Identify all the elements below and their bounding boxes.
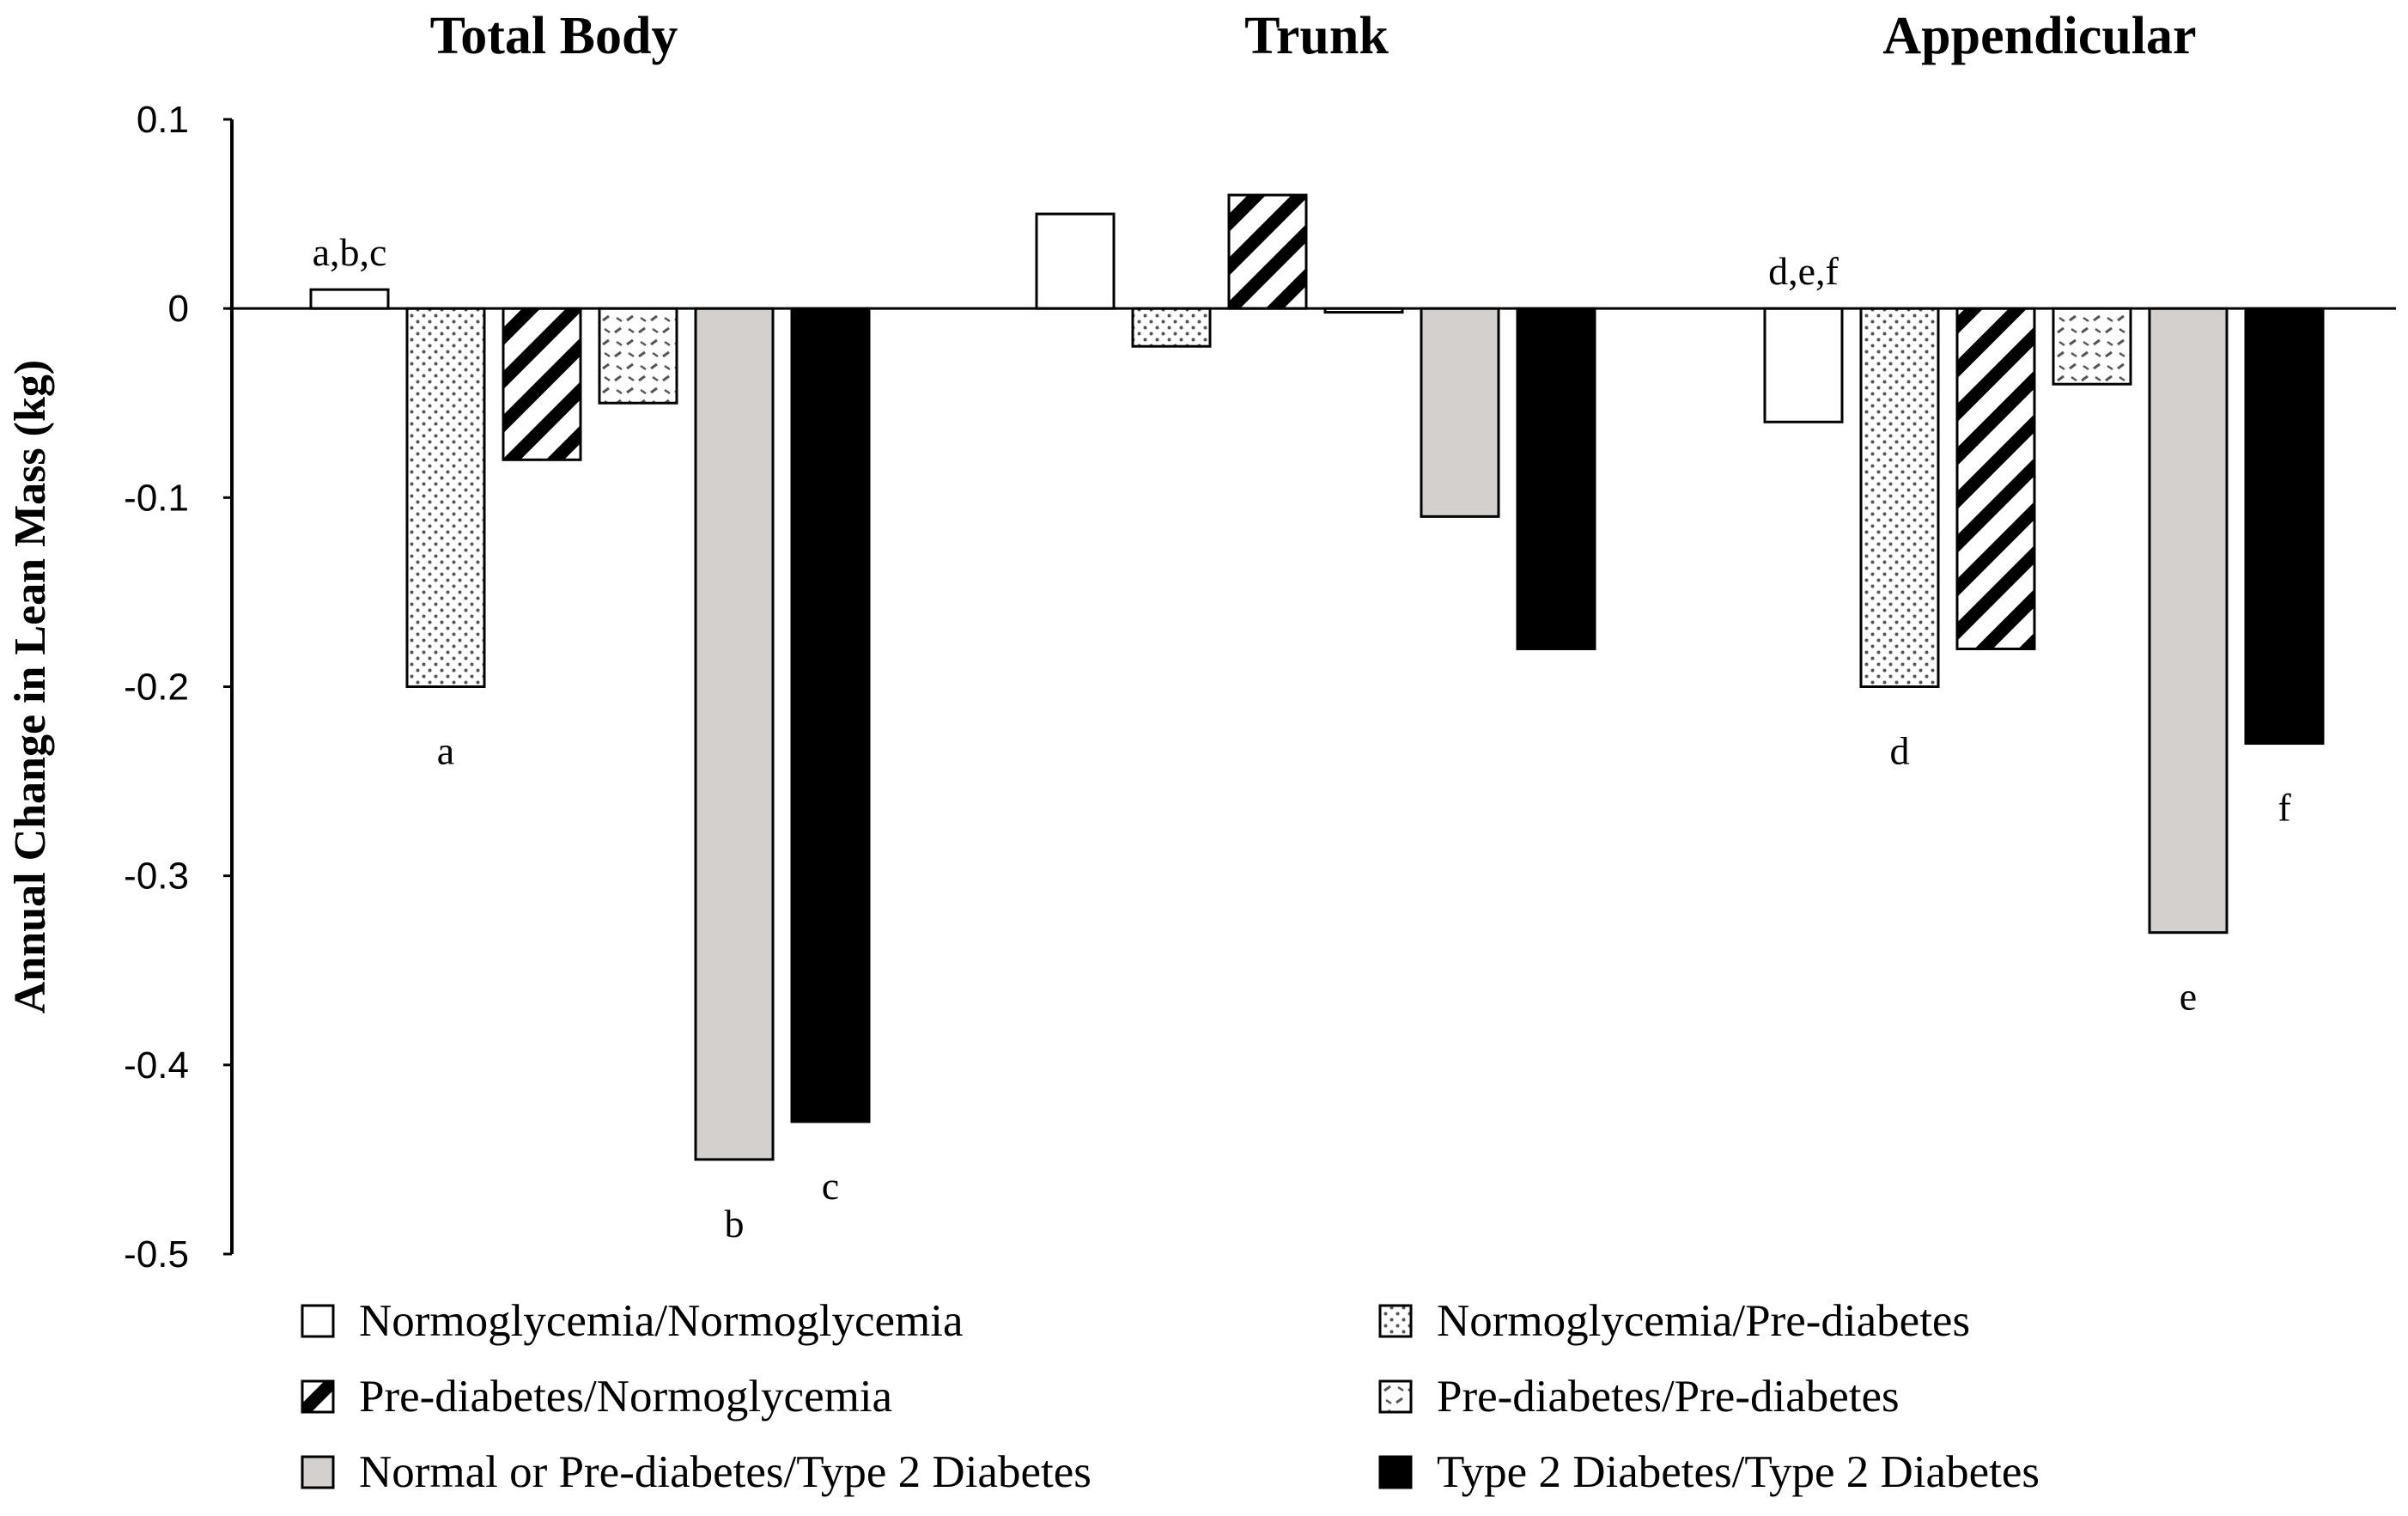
legend-label: Normoglycemia/Normoglycemia [359,1296,964,1346]
legend-item-normoglycemia-normoglycemia: Normoglycemia/Normoglycemia [301,1296,964,1346]
bar-trunk-type-2-diabetes-type-2-diabetes [1516,307,1596,650]
significance-label: c [822,1164,839,1208]
significance-label: f [2277,786,2291,830]
y-tick-label: -0.2 [124,667,189,709]
y-tick-label: 0 [168,288,189,330]
bar-total-body-normoglycemia-normoglycemia [309,288,390,310]
bar-trunk-pre-diabetes-normoglycemia [1227,193,1308,310]
significance-label: a [437,729,454,773]
bar-appendicular-pre-diabetes-normoglycemia [1955,307,2036,650]
legend: Normoglycemia/Normoglycemia Normoglycemia… [301,1296,2040,1497]
category-title-total-body: Total Body [430,7,678,65]
y-tick-label: -0.1 [124,477,189,519]
legend-item-type-2-diabetes-type-2-diabetes: Type 2 Diabetes/Type 2 Diabetes [1378,1447,2040,1497]
bar-total-body-pre-diabetes-normoglycemia [502,307,582,461]
legend-item-normal-or-pre-diabetes-type-2-diabetes: Normal or Pre-diabetes/Type 2 Diabetes [301,1447,1092,1497]
legend-item-normoglycemia-pre-diabetes: Normoglycemia/Pre-diabetes [1378,1296,1970,1346]
legend-item-pre-diabetes-normoglycemia: Pre-diabetes/Normoglycemia [301,1372,892,1422]
y-axis-label: Annual Change in Lean Mass (kg) [6,360,55,1014]
significance-label: d,e,f [1768,249,1839,293]
bar-appendicular-normal-or-pre-diabetes-type-2-diabetes [2148,307,2229,935]
y-tick-label: -0.5 [124,1233,189,1276]
category-title-appendicular: Appendicular [1882,7,2196,65]
y-tick-label: -0.3 [124,855,189,898]
bar-trunk-normoglycemia-pre-diabetes [1131,307,1212,348]
bar-trunk-normal-or-pre-diabetes-type-2-diabetes [1420,307,1500,518]
significance-label: a,b,c [313,230,387,274]
legend-swatch [1378,1379,1413,1414]
bar-trunk-normoglycemia-normoglycemia [1035,212,1116,310]
significance-label: e [2180,975,2197,1019]
bars [309,193,2325,1161]
bar-appendicular-normoglycemia-normoglycemia [1763,307,1844,423]
legend-swatch [1378,1455,1413,1489]
bar-appendicular-pre-diabetes-pre-diabetes [2052,307,2132,386]
legend-item-pre-diabetes-pre-diabetes: Pre-diabetes/Pre-diabetes [1378,1372,1900,1422]
bar-appendicular-normoglycemia-pre-diabetes [1859,307,1940,688]
legend-label: Normal or Pre-diabetes/Type 2 Diabetes [359,1447,1092,1497]
legend-label: Normoglycemia/Pre-diabetes [1437,1296,1970,1346]
bar-total-body-normal-or-pre-diabetes-type-2-diabetes [694,307,775,1161]
legend-label: Type 2 Diabetes/Type 2 Diabetes [1437,1447,2040,1497]
bar-total-body-normoglycemia-pre-diabetes [405,307,486,688]
legend-swatch [301,1304,335,1338]
y-tick-label: -0.4 [124,1044,189,1087]
legend-label: Pre-diabetes/Pre-diabetes [1437,1372,1900,1422]
category-title-trunk: Trunk [1244,7,1389,65]
bar-total-body-pre-diabetes-pre-diabetes [598,307,678,405]
legend-swatch [301,1379,335,1414]
bar-appendicular-type-2-diabetes-type-2-diabetes [2244,307,2325,746]
y-axis: 0.1 0 -0.1 -0.2 -0.3 -0.4 -0.5 Annual Change in… [6,99,234,1276]
bar-total-body-type-2-diabetes-type-2-diabetes [790,307,871,1123]
significance-label: d [1890,729,1910,773]
legend-swatch [301,1455,335,1489]
significance-label: b [725,1202,745,1245]
legend-swatch [1378,1304,1413,1338]
y-tick-label: 0.1 [137,99,189,141]
legend-label: Pre-diabetes/Normoglycemia [359,1372,892,1422]
